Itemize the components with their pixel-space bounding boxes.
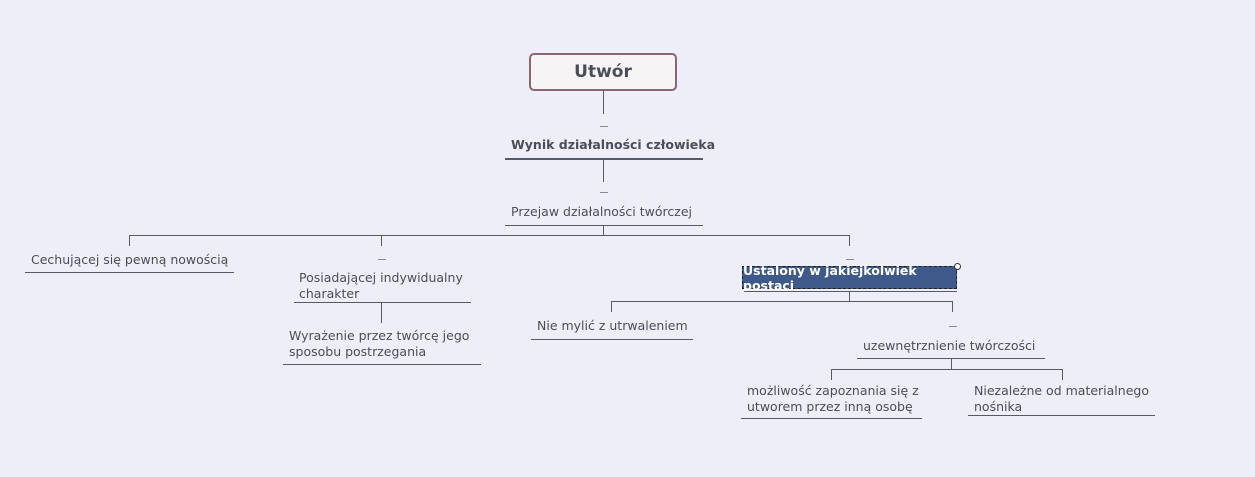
node-label: Niezależne od materialnego nośnika bbox=[974, 383, 1149, 414]
connector bbox=[849, 235, 850, 246]
connector bbox=[831, 369, 832, 380]
connector bbox=[849, 291, 850, 301]
connector bbox=[381, 303, 382, 323]
connector bbox=[1062, 369, 1063, 380]
connector bbox=[129, 235, 130, 246]
connector bbox=[603, 91, 604, 114]
node-przejaw[interactable]: Przejaw działalności twórczej bbox=[511, 204, 692, 220]
connector bbox=[603, 160, 604, 182]
node-underline bbox=[505, 158, 703, 160]
connector bbox=[611, 301, 953, 302]
root-label: Utwór bbox=[574, 62, 632, 82]
node-label: Ustalony w jakiejkolwiek postaci bbox=[743, 262, 917, 293]
node-underline bbox=[283, 364, 481, 365]
connector bbox=[952, 301, 953, 312]
connector bbox=[831, 369, 1063, 370]
connector bbox=[603, 226, 604, 235]
node-label: Wyrażenie przez twórcę jego sposobu post… bbox=[289, 328, 470, 359]
collapse-toggle[interactable] bbox=[846, 259, 854, 260]
connector bbox=[611, 301, 612, 312]
node-possibility[interactable]: możliwość zapoznania się z utworem przez… bbox=[747, 383, 927, 415]
node-label: Nie mylić z utrwaleniem bbox=[537, 318, 688, 333]
node-underline bbox=[531, 339, 693, 340]
node-underline bbox=[968, 415, 1155, 416]
node-externalization[interactable]: uzewnętrznienie twórczości bbox=[863, 338, 1035, 354]
collapse-toggle[interactable] bbox=[600, 192, 608, 193]
node-underline bbox=[25, 272, 234, 273]
node-underline bbox=[744, 291, 957, 292]
connector bbox=[381, 235, 382, 246]
node-not-confuse[interactable]: Nie mylić z utrwaleniem bbox=[537, 318, 688, 334]
node-novelty[interactable]: Cechującej się pewną nowością bbox=[31, 252, 228, 268]
node-wynik[interactable]: Wynik działalności człowieka bbox=[511, 137, 715, 153]
node-label: Posiadającej indywidualny charakter bbox=[299, 270, 463, 301]
node-label: Cechującej się pewną nowością bbox=[31, 252, 229, 267]
node-individual-child[interactable]: Wyrażenie przez twórcę jego sposobu post… bbox=[289, 328, 484, 360]
resize-handle[interactable] bbox=[954, 263, 961, 270]
root-node-utwor[interactable]: Utwór bbox=[529, 53, 677, 91]
node-underline bbox=[505, 225, 703, 226]
node-label: Wynik działalności człowieka bbox=[511, 137, 716, 152]
node-underline bbox=[741, 418, 922, 419]
node-individual[interactable]: Posiadającej indywidualny charakter bbox=[299, 270, 479, 302]
collapse-toggle[interactable] bbox=[949, 326, 957, 327]
node-underline bbox=[294, 302, 471, 303]
node-label: Przejaw działalności twórczej bbox=[511, 204, 692, 219]
connector bbox=[951, 359, 952, 369]
node-underline bbox=[857, 358, 1045, 359]
collapse-toggle[interactable] bbox=[378, 259, 386, 260]
connector bbox=[129, 235, 850, 236]
node-label: uzewnętrznienie twórczości bbox=[863, 338, 1036, 353]
collapse-toggle[interactable] bbox=[600, 126, 608, 127]
node-independent[interactable]: Niezależne od materialnego nośnika bbox=[974, 383, 1154, 415]
node-label: możliwość zapoznania się z utworem przez… bbox=[747, 383, 919, 414]
node-fixed-selected[interactable]: Ustalony w jakiejkolwiek postaci bbox=[742, 263, 957, 293]
